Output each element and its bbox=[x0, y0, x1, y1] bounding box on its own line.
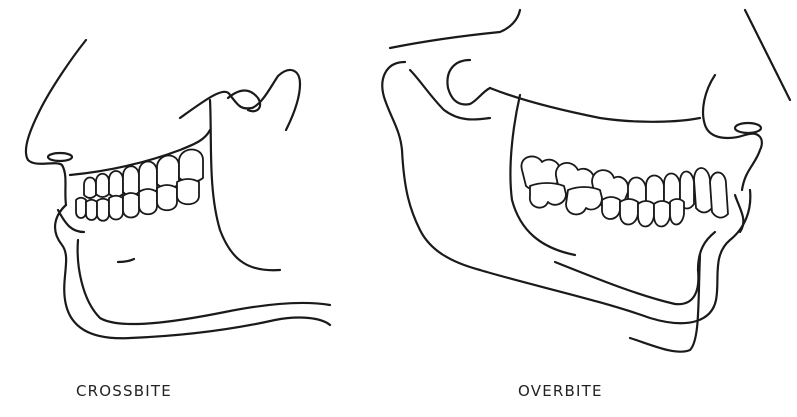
overbite-mandible-inner bbox=[555, 232, 715, 304]
crossbite-mandible-inner bbox=[78, 240, 330, 324]
overbite-lip bbox=[735, 195, 743, 232]
overbite-nostril bbox=[735, 123, 761, 133]
overbite-chin bbox=[630, 255, 700, 352]
crossbite-face-profile bbox=[26, 40, 86, 205]
crossbite-condyle bbox=[180, 70, 300, 130]
crossbite-caption: CROSSBITE bbox=[76, 382, 172, 400]
overbite-cranial-line bbox=[390, 10, 520, 48]
crossbite-ramus bbox=[210, 100, 280, 270]
overbite-maxilla bbox=[490, 88, 700, 122]
overbite-caption: OVERBITE bbox=[518, 382, 603, 400]
overbite-drawing bbox=[382, 10, 790, 352]
overbite-ramus bbox=[382, 62, 480, 270]
overbite-nose bbox=[745, 10, 790, 100]
crossbite-drawing bbox=[26, 40, 330, 338]
crossbite-mark bbox=[118, 259, 134, 262]
crossbite-nostril bbox=[48, 153, 72, 161]
overbite-condyle bbox=[447, 60, 490, 104]
